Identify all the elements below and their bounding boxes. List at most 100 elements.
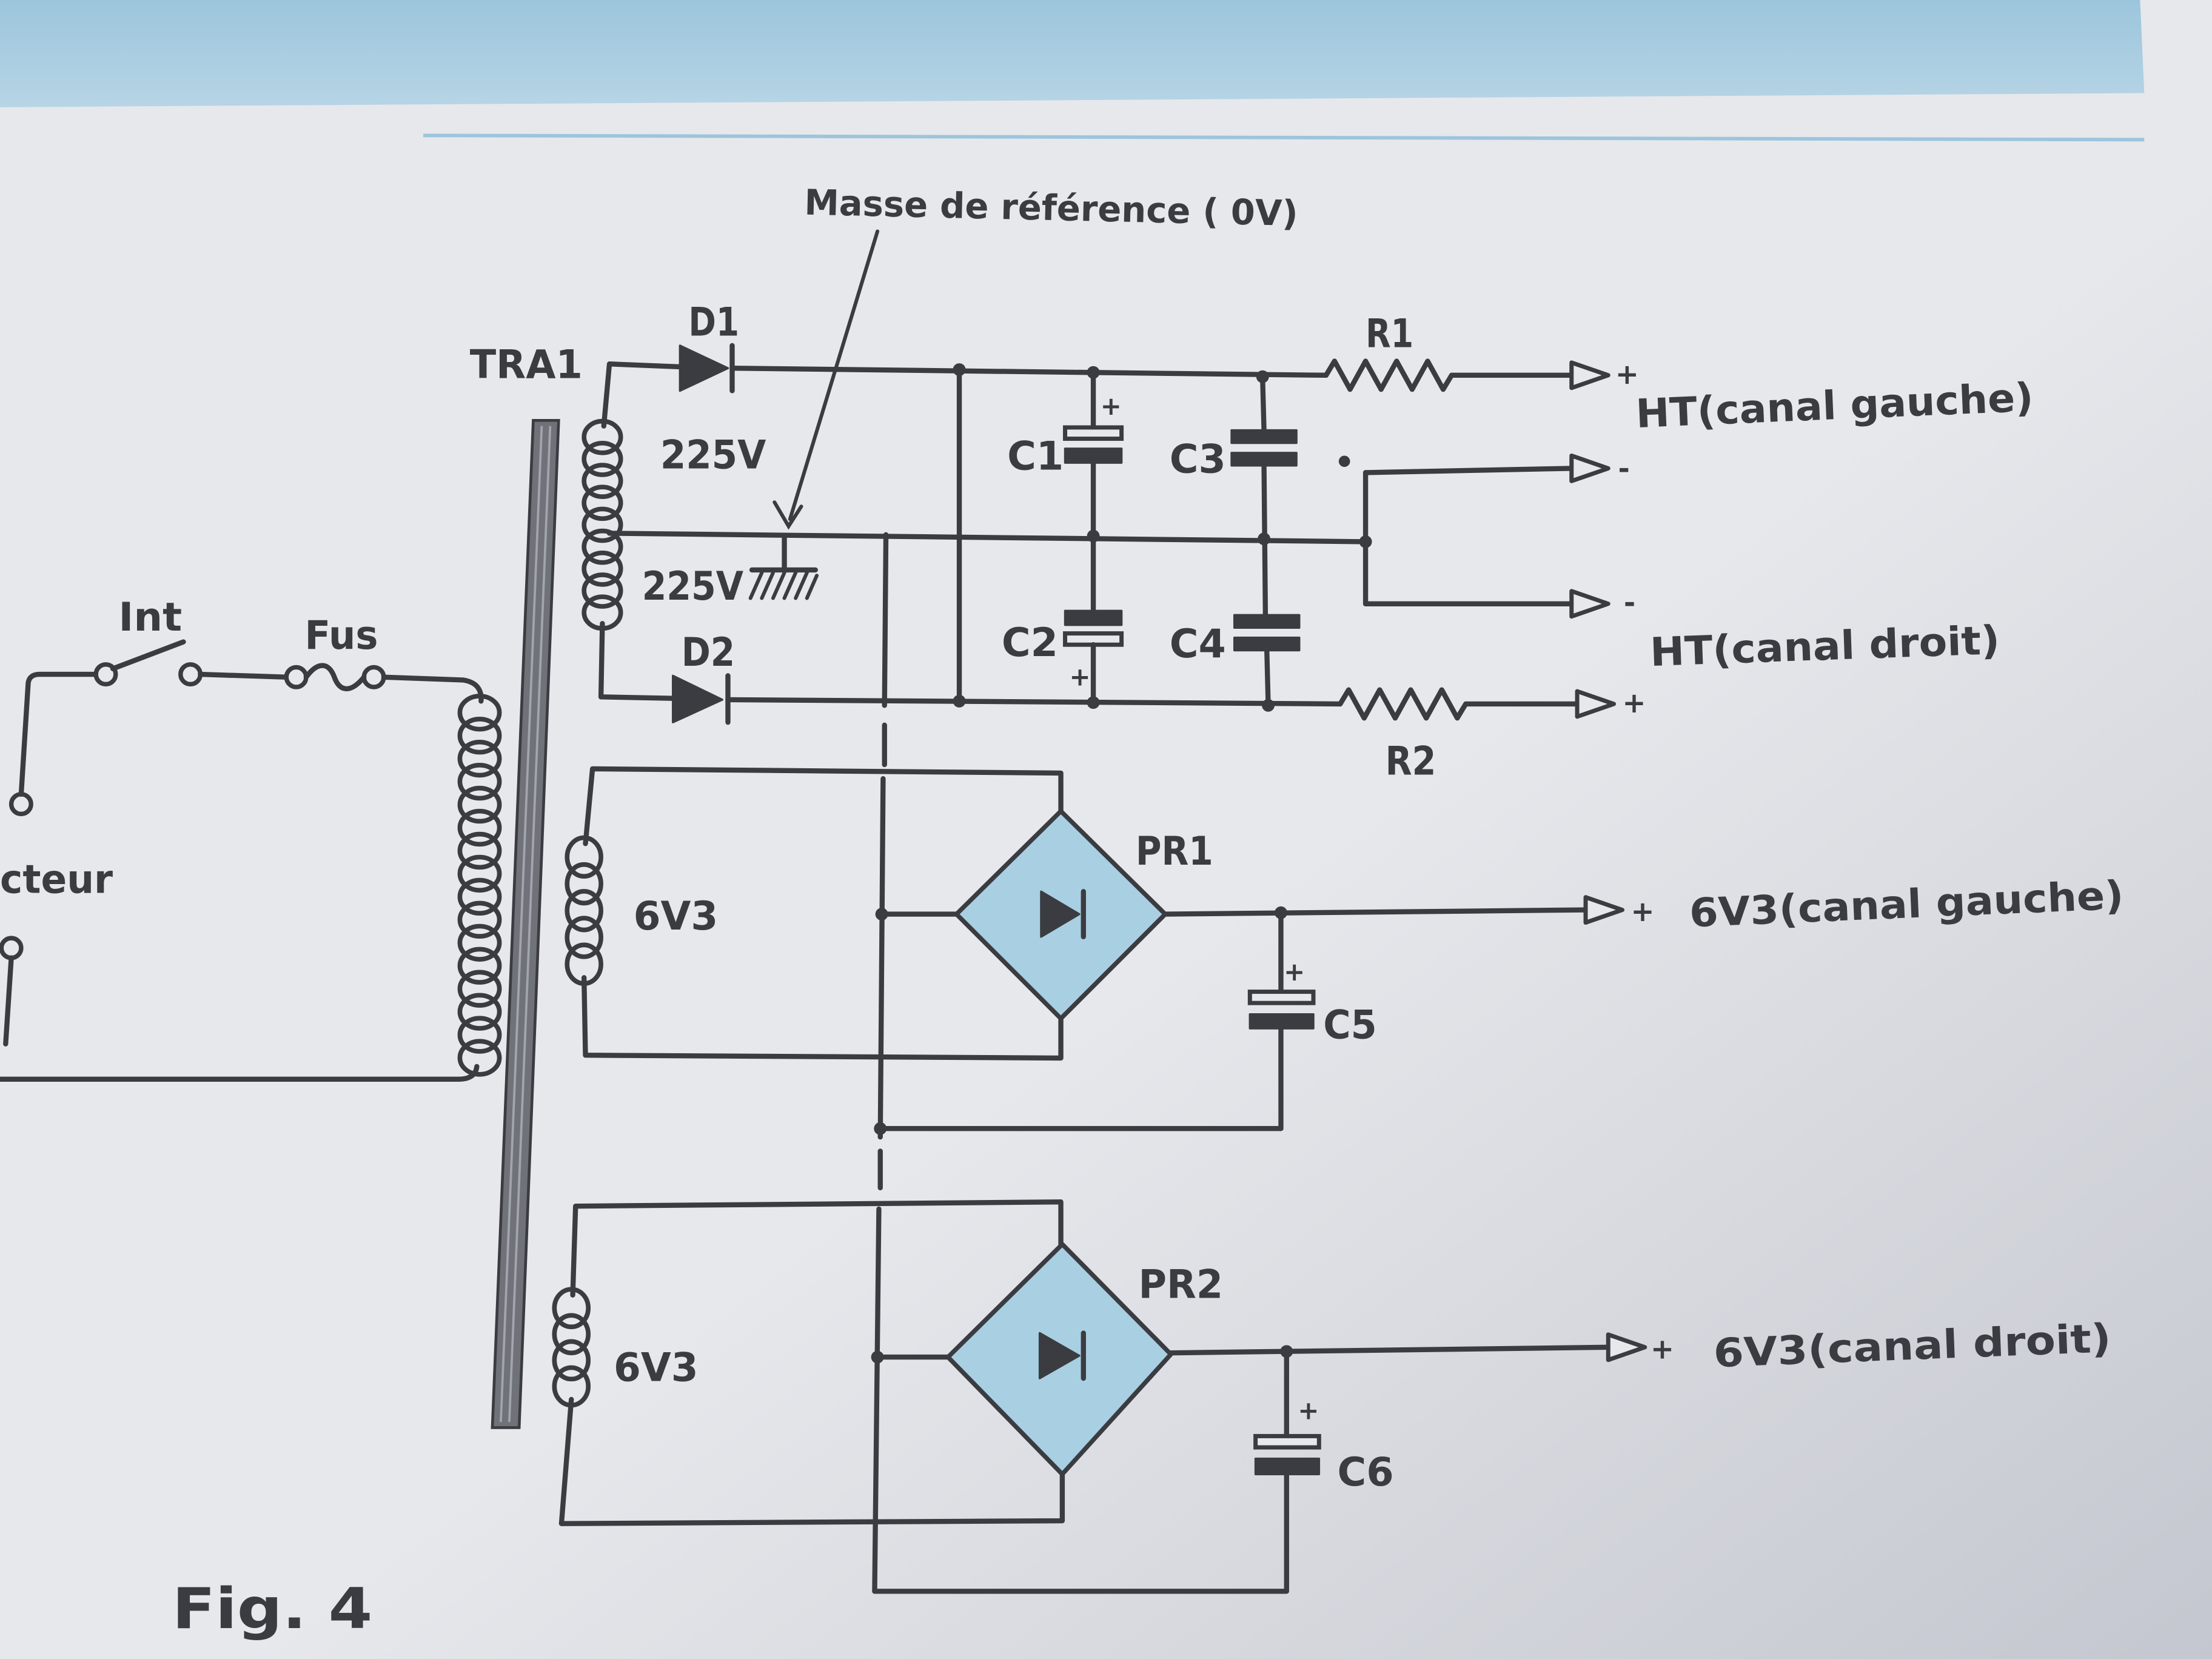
capacitor-c1-polarity: + xyxy=(1101,391,1122,421)
mass-line-segment xyxy=(872,1206,882,1594)
capacitor-c1-plate-positive xyxy=(1063,425,1124,441)
capacitor-c3-label: C3 xyxy=(1170,437,1226,482)
wire-heater2-top xyxy=(570,1199,1064,1298)
capacitor-c2-plate-negative xyxy=(1064,609,1123,626)
capacitor-c3-c4-column: C3 C4 xyxy=(1170,375,1301,708)
wire-heater1-top xyxy=(583,766,1064,846)
output-arrow-6v3-right xyxy=(1606,1332,1647,1362)
coil-turn xyxy=(457,900,502,939)
resistor-r1-icon xyxy=(1323,358,1574,392)
figure-caption: Fig. 4 xyxy=(172,1576,372,1641)
mains-input-label: cteur xyxy=(0,857,113,903)
diode-d1-label: D1 xyxy=(688,300,739,346)
switch-terminal-right xyxy=(178,662,203,687)
capacitor-c5-polarity: + xyxy=(1284,957,1305,987)
transformer-tra1: TRA1 225V 225V 6V3 6V3 xyxy=(457,343,766,1429)
header-rule xyxy=(423,133,2145,142)
junction-node xyxy=(871,1350,884,1364)
wire-pr1-output xyxy=(1162,907,1589,917)
coil-turn xyxy=(565,889,603,933)
coil-turn xyxy=(457,993,502,1031)
junction-node xyxy=(953,363,966,377)
output-sign-ht-right-negative: - xyxy=(1624,586,1635,619)
capacitor-c5-plate-positive xyxy=(1247,990,1316,1005)
heater-winding-2-voltage: 6V3 xyxy=(614,1346,699,1391)
wire-ht-top-to-d1 xyxy=(601,361,683,429)
fuse-fus: Fus xyxy=(284,613,386,691)
output-arrow-ht-right-positive xyxy=(1575,689,1617,719)
fuse-element xyxy=(303,663,367,691)
coil-turn xyxy=(581,463,623,499)
coil-turn xyxy=(581,506,623,543)
output-arrow-ht-right-negative xyxy=(1569,589,1610,619)
junction-node xyxy=(1258,532,1271,546)
capacitor-c6-plate-positive xyxy=(1253,1433,1321,1450)
coil-turn xyxy=(457,877,502,916)
wire-heater2-bottom xyxy=(558,1396,1065,1526)
coil-turn xyxy=(552,1313,591,1356)
ht-centre-tap: - - xyxy=(606,452,1635,619)
mains-terminal-2 xyxy=(0,936,24,960)
heater-winding-1-voltage: 6V3 xyxy=(634,894,719,939)
ink-dot xyxy=(1338,455,1350,468)
coil-turn xyxy=(581,441,623,477)
mains-wire-live xyxy=(18,671,99,797)
heater-supply-right: PR2 + 6V3(canal droit) + C6 xyxy=(558,1199,2112,1594)
wire-negative-left xyxy=(1362,466,1574,475)
capacitor-c4-plate xyxy=(1233,614,1301,629)
coil-turn xyxy=(581,572,623,609)
output-sign-6v3-left: + xyxy=(1631,895,1654,928)
coil-turn xyxy=(457,1016,502,1054)
mains-input: cteur xyxy=(0,671,480,1082)
junction-node xyxy=(1087,366,1100,379)
junction-node xyxy=(1087,529,1100,543)
wire-c4-bottom xyxy=(1264,648,1271,708)
capacitor-c6-plate-negative xyxy=(1254,1457,1321,1475)
diode-d2-label: D2 xyxy=(682,630,735,675)
bridge-pr2-diode-icon xyxy=(1038,1332,1081,1379)
ht-winding-lower-voltage: 225V xyxy=(642,564,744,609)
bridge-pr2-label: PR2 xyxy=(1139,1262,1224,1307)
heater-winding-1 xyxy=(565,835,603,986)
transformer-core-lamination xyxy=(500,426,543,1423)
fuse-terminal-right xyxy=(361,665,386,689)
fuse-label: Fus xyxy=(305,613,378,659)
diode-d1-icon xyxy=(679,344,729,392)
switch-lever xyxy=(110,639,186,671)
capacitor-c2-polarity: + xyxy=(1070,662,1091,692)
coil-turn xyxy=(457,947,502,985)
coil-turn xyxy=(457,854,502,893)
junction-node xyxy=(875,908,888,921)
bridge-pr1-diode-icon xyxy=(1040,890,1081,938)
junction-node xyxy=(1275,906,1287,919)
output-arrow-ht-left-positive xyxy=(1569,360,1610,390)
junction-node xyxy=(1256,370,1269,383)
resistor-r2-icon xyxy=(1338,687,1580,721)
capacitor-c6-polarity: + xyxy=(1298,1395,1319,1425)
capacitor-c1-label: C1 xyxy=(1007,434,1064,480)
coil-turn xyxy=(581,484,623,521)
wire-ht-bottom-to-d2 xyxy=(598,621,675,701)
junction-node xyxy=(1280,1345,1293,1358)
reference-mass-line xyxy=(872,532,889,1594)
output-sign-ht-left-negative: - xyxy=(1618,452,1630,485)
coil-turn xyxy=(457,923,502,962)
wire-switch-to-fuse xyxy=(198,671,289,680)
junction-node xyxy=(953,694,966,708)
wire-d1-to-r1 xyxy=(729,366,1329,378)
ground-hatch xyxy=(748,571,819,600)
resistor-r1-label: R1 xyxy=(1366,311,1413,357)
bridge-pr1-label: PR1 xyxy=(1136,829,1213,874)
transformer-core xyxy=(491,418,560,1429)
output-arrow-ht-left-negative xyxy=(1569,453,1610,483)
capacitor-c1-c2-column: + + C1 C2 xyxy=(1002,371,1124,705)
blue-header-band xyxy=(0,0,2145,107)
coil-turn xyxy=(457,717,502,755)
coil-turn xyxy=(457,970,502,1008)
coil-turn xyxy=(565,862,603,906)
wire-centre-tap xyxy=(606,531,1369,545)
output-sign-ht-left-positive: + xyxy=(1615,358,1639,390)
capacitor-c6-label: C6 xyxy=(1338,1450,1394,1495)
capacitor-c4-label: C4 xyxy=(1170,622,1226,667)
